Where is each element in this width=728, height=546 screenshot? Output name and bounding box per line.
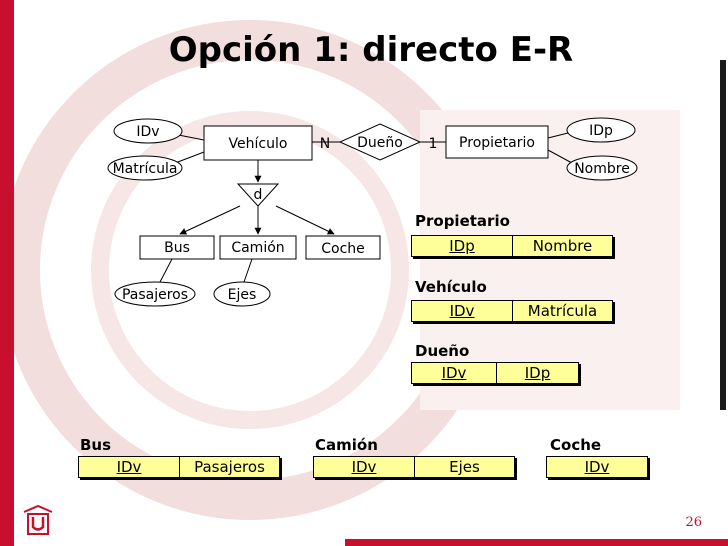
- entity-coche-text: Coche: [321, 241, 365, 257]
- relationship-dueno: [338, 123, 422, 161]
- entity-propietario-text: Propietario: [459, 135, 535, 151]
- left-accent-bar: [0, 0, 14, 546]
- table-coche-title: Coche: [550, 436, 602, 454]
- attr-idv-text: IDv: [136, 124, 159, 140]
- entity-vehiculo-text: Vehículo: [229, 136, 288, 152]
- entity-coche: [305, 235, 381, 260]
- entity-camion: [219, 235, 297, 260]
- bottom-accent-bar: [345, 539, 728, 546]
- table-vehiculo: IDv Matrícula: [411, 300, 613, 322]
- attr-idp-text: IDp: [589, 123, 613, 139]
- table-vehiculo-col-idv: IDv: [449, 302, 475, 320]
- connector-bus: [179, 205, 241, 235]
- attr-nombre-ellipse: [566, 155, 638, 181]
- attr-matricula-ellipse: [107, 155, 183, 181]
- table-vehiculo-col-matricula: Matrícula: [512, 301, 612, 321]
- table-dueno-col-idp: IDp: [496, 363, 578, 383]
- right-accent-bar: [720, 60, 726, 410]
- attr-idp-ellipse: [566, 117, 636, 143]
- table-bus-title: Bus: [80, 436, 112, 454]
- page-number: 26: [685, 515, 702, 530]
- attr-ejes-text: Ejes: [228, 287, 257, 303]
- table-bus: IDv Pasajeros: [78, 456, 280, 478]
- table-dueno-col-idv: IDv: [441, 364, 467, 382]
- table-camion: IDv Ejes: [313, 456, 515, 478]
- attr-pasajeros-ellipse: [114, 281, 196, 307]
- isa-disjoint-label: d: [254, 187, 263, 203]
- attr-matricula-text: Matrícula: [113, 161, 178, 177]
- table-camion-title: Camión: [315, 436, 378, 454]
- table-coche: IDv: [546, 456, 648, 478]
- connector-coche: [275, 205, 335, 235]
- table-propietario-col-idp: IDp: [449, 237, 475, 255]
- table-coche-col-idv: IDv: [584, 458, 610, 476]
- table-camion-col-ejes: Ejes: [414, 457, 514, 477]
- university-logo-icon: [23, 504, 53, 535]
- attr-nombre-text: Nombre: [574, 161, 630, 177]
- table-propietario-title: Propietario: [415, 212, 510, 230]
- connector-nombre: [547, 149, 573, 164]
- connector-ejes: [243, 258, 253, 283]
- entity-vehiculo: [203, 125, 313, 161]
- table-dueno: IDv IDp: [411, 362, 579, 384]
- table-dueno-title: Dueño: [415, 342, 470, 360]
- cardinality-1: 1: [429, 136, 438, 152]
- entity-camion-text: Camión: [231, 240, 284, 256]
- relationship-dueno-text: Dueño: [357, 135, 403, 151]
- table-vehiculo-title: Vehículo: [415, 278, 487, 296]
- entity-bus: [139, 235, 215, 260]
- slide-title: Opción 1: directo E-R: [168, 30, 574, 70]
- isa-triangle: [236, 183, 280, 207]
- attr-ejes-ellipse: [213, 281, 271, 307]
- attr-pasajeros-text: Pasajeros: [122, 287, 188, 303]
- table-propietario-col-nombre: Nombre: [512, 236, 612, 256]
- table-bus-col-idv: IDv: [116, 458, 142, 476]
- connector-pasajeros: [159, 258, 173, 283]
- attr-idv-ellipse: [113, 118, 183, 144]
- entity-propietario: [445, 125, 549, 159]
- cardinality-n: N: [320, 136, 330, 152]
- table-propietario: IDp Nombre: [411, 235, 613, 257]
- table-camion-col-idv: IDv: [351, 458, 377, 476]
- entity-bus-text: Bus: [164, 240, 190, 256]
- table-bus-col-pasajeros: Pasajeros: [179, 457, 279, 477]
